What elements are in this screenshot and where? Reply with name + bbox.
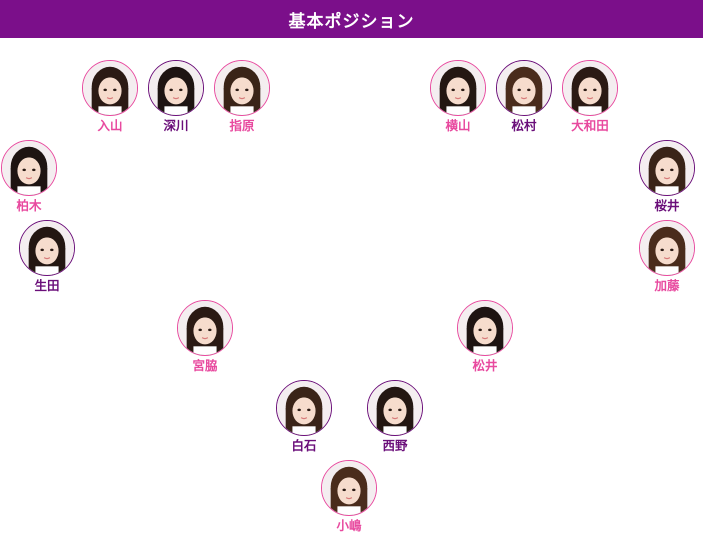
portrait-icon — [640, 221, 694, 275]
portrait-icon — [83, 61, 137, 115]
portrait-icon — [2, 141, 56, 195]
member-owada[interactable]: 大和田 — [558, 60, 622, 133]
member-iriyama[interactable]: 入山 — [78, 60, 142, 133]
member-shiraishi[interactable]: 白石 — [272, 380, 336, 453]
avatar — [496, 60, 552, 116]
member-name: 深川 — [163, 118, 189, 133]
avatar — [1, 140, 57, 196]
header-bar: 基本ポジション — [0, 0, 703, 38]
avatar — [562, 60, 618, 116]
member-yokoyama[interactable]: 横山 — [426, 60, 490, 133]
portrait-icon — [497, 61, 551, 115]
avatar — [367, 380, 423, 436]
avatar — [430, 60, 486, 116]
member-nishino[interactable]: 西野 — [363, 380, 427, 453]
member-sashihara[interactable]: 指原 — [210, 60, 274, 133]
portrait-icon — [368, 381, 422, 435]
member-kojima[interactable]: 小嶋 — [317, 460, 381, 533]
member-name: 小嶋 — [336, 518, 362, 533]
avatar — [321, 460, 377, 516]
member-name: 生田 — [34, 278, 60, 293]
avatar — [177, 300, 233, 356]
avatar — [276, 380, 332, 436]
portrait-icon — [215, 61, 269, 115]
member-sakurai[interactable]: 桜井 — [635, 140, 699, 213]
member-name: 横山 — [445, 118, 471, 133]
avatar — [148, 60, 204, 116]
member-name: 桜井 — [654, 198, 680, 213]
portrait-icon — [322, 461, 376, 515]
avatar — [457, 300, 513, 356]
avatar — [214, 60, 270, 116]
portrait-icon — [149, 61, 203, 115]
avatar — [639, 220, 695, 276]
member-name: 松井 — [472, 358, 498, 373]
member-kashiwagi[interactable]: 柏木 — [0, 140, 61, 213]
member-ikuta[interactable]: 生田 — [15, 220, 79, 293]
portrait-icon — [431, 61, 485, 115]
member-matsui[interactable]: 松井 — [453, 300, 517, 373]
portrait-icon — [20, 221, 74, 275]
avatar — [82, 60, 138, 116]
page-title: 基本ポジション — [288, 11, 415, 32]
member-miyawaki[interactable]: 宮脇 — [173, 300, 237, 373]
member-kato[interactable]: 加藤 — [635, 220, 699, 293]
avatar — [19, 220, 75, 276]
portrait-icon — [458, 301, 512, 355]
member-name: 宮脇 — [192, 358, 218, 373]
portrait-icon — [640, 141, 694, 195]
member-name: 加藤 — [654, 278, 680, 293]
member-name: 西野 — [382, 438, 408, 453]
portrait-icon — [178, 301, 232, 355]
member-name: 松村 — [511, 118, 537, 133]
member-fukagawa[interactable]: 深川 — [144, 60, 208, 133]
member-name: 白石 — [291, 438, 317, 453]
avatar — [639, 140, 695, 196]
portrait-icon — [563, 61, 617, 115]
member-matsumura[interactable]: 松村 — [492, 60, 556, 133]
portrait-icon — [277, 381, 331, 435]
member-name: 指原 — [229, 118, 255, 133]
member-name: 柏木 — [16, 198, 42, 213]
member-name: 入山 — [97, 118, 123, 133]
member-name: 大和田 — [571, 118, 609, 133]
